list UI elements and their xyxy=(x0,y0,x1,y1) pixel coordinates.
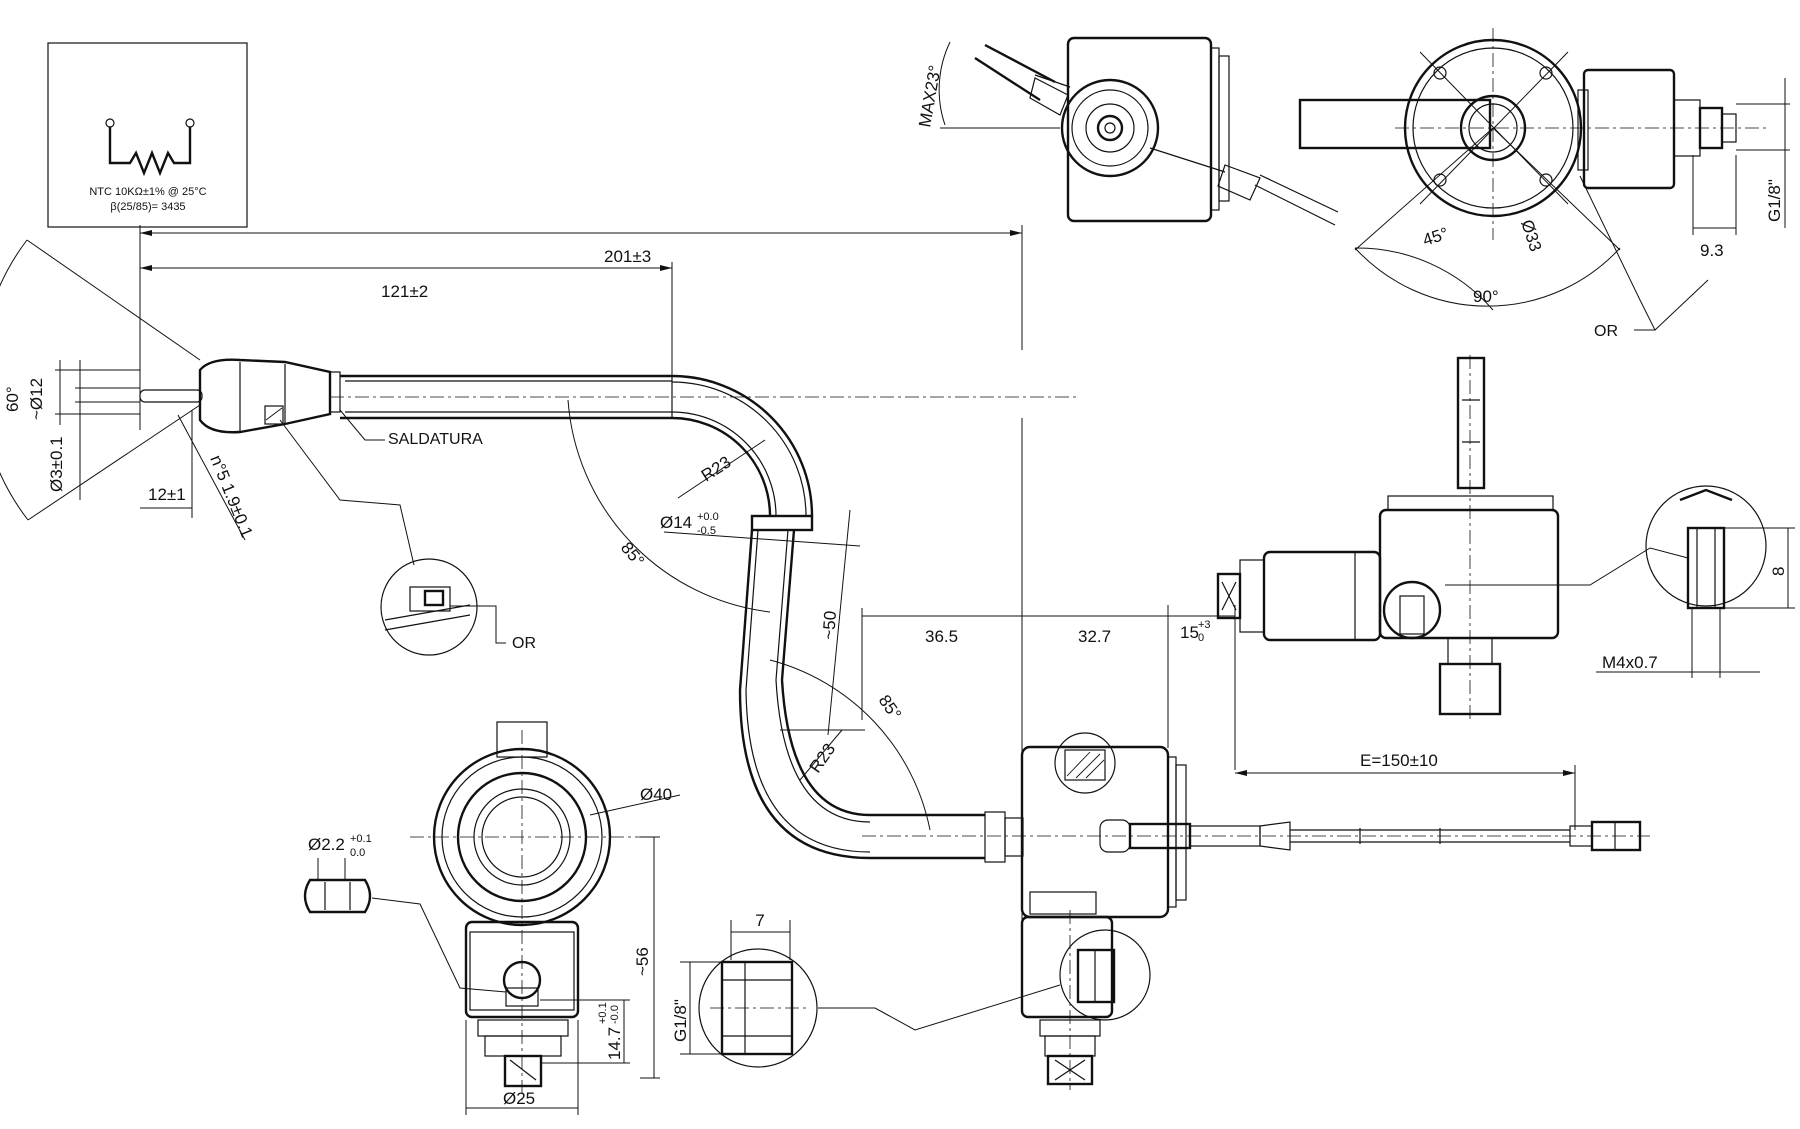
dim-9-3: 9.3 xyxy=(1700,241,1724,260)
dim-angle85-top: 85° xyxy=(617,538,648,570)
dim-7: 7 xyxy=(755,911,764,930)
dim-dia12: ~Ø12 xyxy=(27,378,46,420)
dim-holes: n°5 1.9±0.1 xyxy=(206,452,256,540)
dim-dia2-2-tol-up: +0.1 xyxy=(350,833,372,845)
dim-32-7: 32.7 xyxy=(1078,627,1111,646)
top-view: MAX23° xyxy=(915,36,1339,226)
dim-approx56: ~56 xyxy=(633,947,652,976)
dim-r23-bottom: R23 xyxy=(806,740,839,776)
resistor-symbol-icon xyxy=(105,118,195,177)
thread-detail: 7 G1/8" xyxy=(671,911,1061,1068)
dim-cable-length: E=150±10 xyxy=(1360,751,1438,770)
dim-angle90: 90° xyxy=(1473,287,1499,306)
dim-15-tol-up: +3 xyxy=(1198,619,1211,631)
dim-overall-length: 201±3 xyxy=(604,247,651,266)
front-view: Ø40 Ø2.2 +0.1 0.0 ~56 14.7 +0.1 -0.0 xyxy=(303,721,681,1115)
or-detail-left: OR xyxy=(279,419,536,656)
dim-dia33: Ø33 xyxy=(1517,217,1545,253)
dim-thread-g18-right: G1/8" xyxy=(1765,179,1784,222)
right-side-view: 8 M4x0.7 xyxy=(1216,355,1795,720)
dim-straight-length: 121±2 xyxy=(381,282,428,301)
dim-tip-angle: 60° xyxy=(3,386,22,412)
dim-m4: M4x0.7 xyxy=(1602,653,1658,672)
dim-dia2-2-tol-dn: 0.0 xyxy=(350,847,365,859)
dim-14-7: 14.7 xyxy=(605,1027,624,1060)
dim-tip-length: 12±1 xyxy=(148,485,186,504)
ntc-legend: NTC 10KΩ±1% @ 25°C β(25/85)= 3435 xyxy=(47,42,248,228)
label-saldatura: SALDATURA xyxy=(388,431,483,448)
dim-dia25: Ø25 xyxy=(503,1089,535,1108)
probe-side-view: 201±3 121±2 60° ~Ø12 Ø3±0.1 12±1 n°5 1.9… xyxy=(0,225,1650,1090)
dim-14-7-tol-dn: -0.0 xyxy=(609,1005,621,1024)
dim-15-tol-dn: 0 xyxy=(1198,632,1204,644)
dim-dia14-tol-dn: -0.5 xyxy=(697,525,716,537)
legend-line2: β(25/85)= 3435 xyxy=(110,201,185,213)
dim-dia2-2: Ø2.2 xyxy=(308,835,345,854)
dim-angle85-bottom: 85° xyxy=(875,691,905,723)
dim-14-7-tol-up: +0.1 xyxy=(597,1002,609,1024)
dim-thread-g18-left: G1/8" xyxy=(671,999,690,1042)
dim-dia3: Ø3±0.1 xyxy=(47,436,66,492)
label-or-left: OR xyxy=(512,635,536,652)
dim-15: 15 xyxy=(1180,623,1199,642)
dim-dia14: Ø14 xyxy=(660,513,692,532)
dim-approx50: ~50 xyxy=(819,610,840,640)
dim-8: 8 xyxy=(1769,567,1788,576)
dim-dia14-tol-up: +0.0 xyxy=(697,511,719,523)
end-view: 45° 90° Ø33 G1/8" 9.3 OR xyxy=(1298,28,1790,340)
dim-angle45: 45° xyxy=(1420,224,1450,250)
legend-line1: NTC 10KΩ±1% @ 25°C xyxy=(89,186,206,198)
dim-max23: MAX23° xyxy=(915,64,945,129)
dim-36-5: 36.5 xyxy=(925,627,958,646)
label-or-right: OR xyxy=(1594,323,1618,340)
dim-r23-top: R23 xyxy=(698,452,735,485)
dim-dia40: Ø40 xyxy=(640,785,672,804)
